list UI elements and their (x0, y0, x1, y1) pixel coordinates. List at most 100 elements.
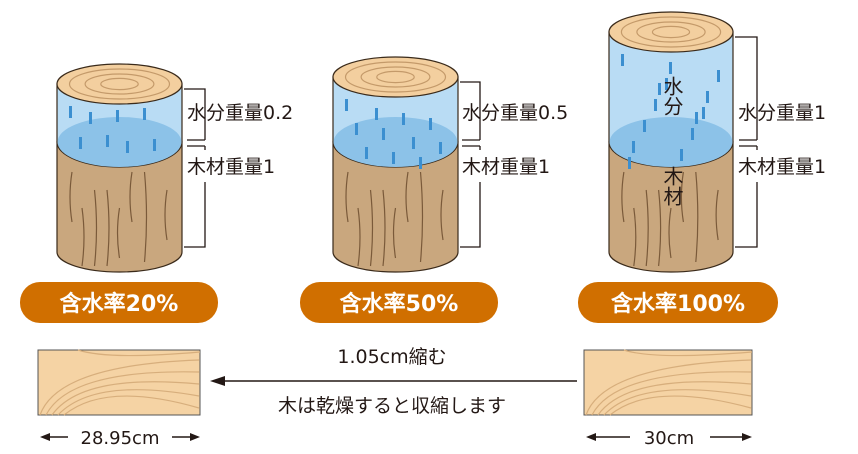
water-drop (419, 157, 422, 169)
dry-board (37, 349, 201, 416)
wood-grain (658, 189, 662, 267)
wood-grain (680, 171, 684, 223)
water-weight-bracket (735, 36, 758, 150)
wood-grain (69, 171, 73, 223)
wood-grain (143, 171, 148, 263)
water-drop (143, 108, 146, 120)
wood-weight-bracket (184, 182, 206, 248)
wood-grain (645, 189, 649, 267)
dry-width-label: 28.95cm (81, 428, 160, 449)
water-drop (628, 157, 631, 169)
wet-board (583, 349, 753, 416)
board-grain (585, 359, 752, 416)
water-drop (429, 118, 432, 130)
growth-ring (620, 16, 722, 48)
water-drop (345, 99, 348, 111)
board-grain (603, 389, 752, 416)
wood-grain (440, 189, 444, 241)
growth-ring (360, 66, 431, 88)
shrink-caption: 木は乾燥すると収縮します (278, 395, 506, 417)
wood-body (332, 141, 459, 273)
wood-grain (392, 207, 397, 259)
growth-ring (344, 61, 447, 93)
wood-grain (357, 207, 361, 267)
wood-grain (81, 207, 85, 267)
growth-ring (651, 25, 691, 39)
wood-weight-bracket (735, 182, 758, 248)
growth-ring (376, 70, 415, 84)
water-weight-bracket (460, 81, 481, 150)
wood-body (56, 141, 183, 273)
wood-grain (419, 171, 424, 263)
log-3 (608, 11, 758, 273)
water-drop (695, 112, 698, 124)
water-drop (643, 120, 646, 132)
wood-grain (116, 207, 121, 259)
log2-water-weight-label: 水分重量0.5 (462, 102, 568, 124)
water-surface (57, 117, 182, 167)
water-drop (106, 135, 109, 147)
water-drop (654, 99, 657, 111)
water-drop (153, 139, 156, 151)
water-drop (691, 128, 694, 140)
log-top-end (332, 56, 459, 98)
water-drop (658, 83, 661, 95)
log3-inner-water-label: 水分 (660, 76, 684, 116)
wood-grain (164, 189, 168, 241)
log-top-end (608, 11, 734, 53)
dry-width-dimension (40, 433, 200, 441)
board-grain (51, 381, 200, 416)
wood-grain (345, 171, 349, 223)
growth-ring (68, 68, 171, 100)
moisture-badge-100-text: 含水率100% (611, 291, 745, 317)
moisture-badge-20 (20, 282, 218, 323)
water-drop (632, 141, 635, 153)
wood-weight-bracket (460, 182, 481, 248)
water-drop (79, 137, 82, 149)
wood-grain (715, 189, 719, 241)
board-grain (63, 395, 200, 416)
water-drop (621, 54, 624, 66)
board-grain (77, 349, 201, 357)
growth-ring (100, 77, 139, 91)
shrink-amount-label: 1.05cm縮む (337, 346, 446, 368)
water-drop (412, 137, 415, 149)
water-drop (355, 123, 358, 135)
water-drop (392, 152, 395, 164)
water-drop (706, 91, 709, 103)
water-drop (89, 112, 92, 124)
shrink-arrow-head (210, 376, 225, 386)
wood-grain (369, 189, 374, 267)
water-drop (665, 78, 668, 90)
log-top-end (56, 63, 183, 105)
log-2 (332, 56, 481, 273)
water-drop (69, 106, 72, 118)
wood-body (608, 141, 734, 273)
water-drop (375, 108, 378, 120)
water-surface (333, 117, 458, 167)
board-grain (39, 359, 200, 416)
log3-inner-wood-label: 木材 (660, 166, 684, 206)
log-1 (56, 63, 206, 273)
water-drop (116, 110, 119, 122)
log1-water-weight-label: 水分重量0.2 (187, 102, 293, 124)
moisture-badge-50 (300, 282, 498, 323)
water-drop (702, 107, 705, 119)
board-grain (591, 371, 752, 416)
growth-ring (636, 21, 706, 43)
growth-ring (84, 73, 155, 95)
moisture-badge-20-text: 含水率20% (60, 291, 179, 317)
wet-width-dimension (586, 433, 752, 441)
log3-wood-weight-label: 木材重量1 (738, 156, 826, 178)
water-drop (382, 128, 385, 140)
wood-grain (129, 171, 133, 223)
log2-wood-weight-label: 木材重量1 (462, 156, 550, 178)
wood-grain (405, 171, 409, 223)
wood-grain (93, 189, 98, 267)
water-drop (680, 149, 683, 161)
wet-width-label: 30cm (644, 428, 694, 449)
wood-grain (633, 207, 637, 267)
water-weight-bracket (184, 88, 206, 150)
wood-grain (695, 171, 699, 263)
